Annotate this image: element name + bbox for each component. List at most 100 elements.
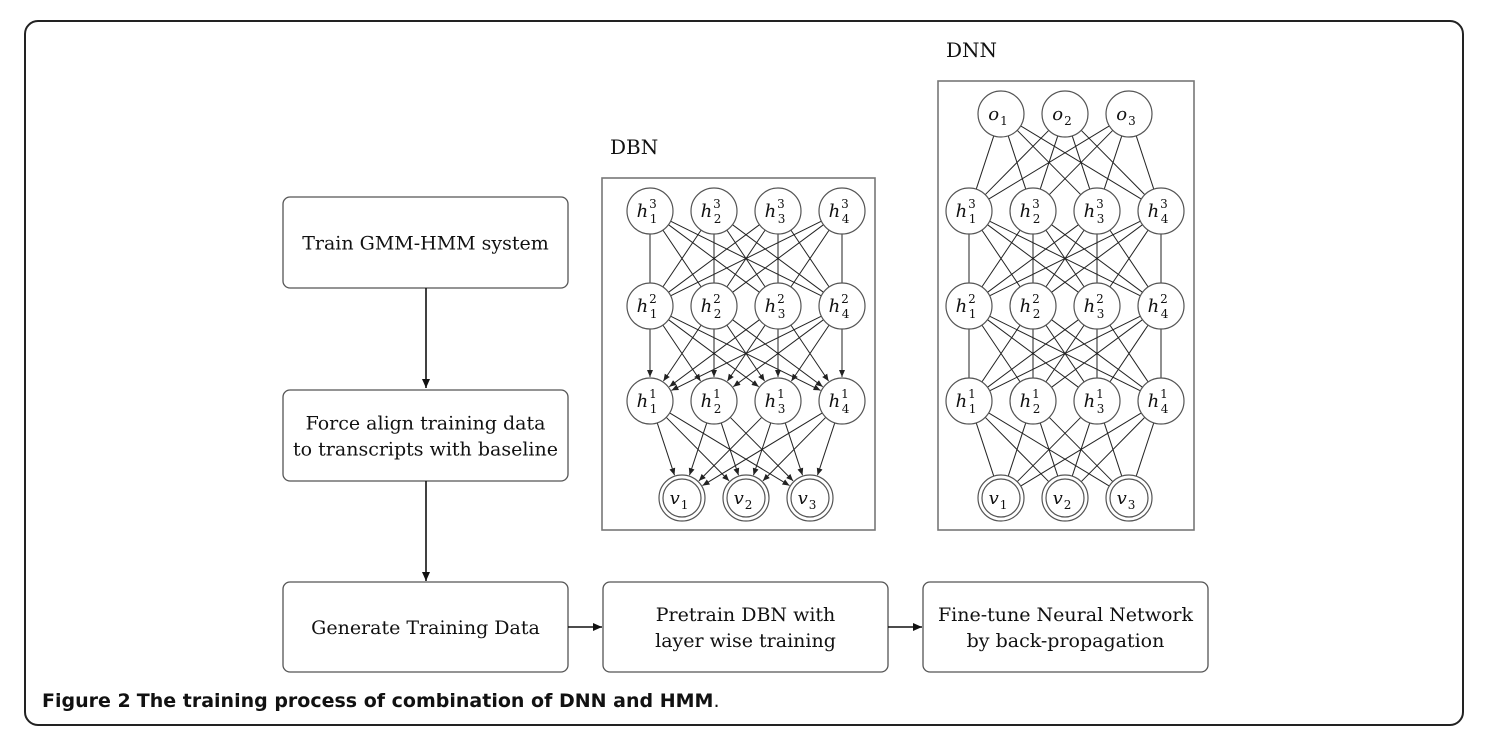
dnn-edge: [1080, 416, 1146, 483]
dnn-edge: [1048, 129, 1114, 196]
step-label-line: layer wise training: [655, 630, 836, 652]
dnn-edge: [975, 135, 995, 190]
dbn-edge: [670, 220, 822, 297]
dnn-node-v-2: v2: [1041, 474, 1089, 522]
node-label: v1: [989, 488, 1008, 512]
visible-node-inner-ring: [1109, 478, 1149, 518]
dbn-edge: [669, 319, 760, 388]
dbn-edge: [671, 315, 822, 391]
visible-node-inner-ring: [726, 478, 766, 518]
caption-period: .: [713, 690, 720, 712]
node-circle: [1009, 187, 1057, 235]
step-label-line: Force align training data: [306, 413, 546, 435]
dnn-edge: [1109, 324, 1149, 383]
node-circle: [1073, 187, 1121, 235]
figure-caption: Figure 2 The training process of combina…: [42, 690, 719, 712]
node-circle: [1105, 90, 1153, 138]
dbn-edge: [688, 422, 708, 476]
step-label-line: by back-propagation: [967, 630, 1165, 652]
node-circle: [690, 377, 738, 425]
dnn-edge: [1135, 422, 1155, 477]
node-circle: [626, 187, 674, 235]
dnn-node-v-3: v3: [1105, 474, 1153, 522]
visible-node-inner-ring: [662, 478, 702, 518]
node-circle: [818, 187, 866, 235]
visible-node-inner-ring: [1045, 478, 1085, 518]
node-circle: [1073, 377, 1121, 425]
dbn-edge: [662, 324, 702, 382]
dnn-node-o-1: o1: [977, 90, 1025, 138]
node-circle: [1137, 187, 1185, 235]
dnn-edge: [989, 315, 1141, 392]
node-circle: [1041, 90, 1089, 138]
node-circle: [1073, 282, 1121, 330]
pretrain-dbn-step: Pretrain DBN with layer wise training: [602, 581, 889, 673]
visible-node-inner-ring: [790, 478, 830, 518]
caption-label: Figure 2: [42, 690, 131, 712]
node-label: o3: [1116, 104, 1135, 128]
node-circle: [945, 377, 993, 425]
node-circle: [945, 187, 993, 235]
dbn-edge: [790, 324, 830, 382]
dnn-edge: [1007, 422, 1027, 477]
dbn-panel: [601, 177, 876, 531]
node-circle: [754, 282, 802, 330]
dbn-node-v-3: v3: [786, 474, 834, 522]
dnn-edge: [987, 224, 1079, 293]
dbn-edge: [733, 319, 824, 388]
node-circle: [1009, 377, 1057, 425]
node-label: o2: [1052, 104, 1071, 128]
node-label: v2: [734, 488, 753, 512]
step-label-line: Pretrain DBN with: [656, 604, 836, 626]
node-label: v2: [1053, 488, 1072, 512]
caption-title: The training process of combination of D…: [136, 690, 714, 712]
node-circle: [754, 187, 802, 235]
node-circle: [754, 377, 802, 425]
dnn-edge: [981, 229, 1021, 288]
dbn-edge: [732, 224, 824, 293]
dnn-node-o-2: o2: [1041, 90, 1089, 138]
node-circle: [690, 187, 738, 235]
step-label-line: Fine-tune Neural Network: [938, 604, 1193, 626]
dbn-node-v-2: v2: [722, 474, 770, 522]
dbn-edge: [662, 229, 702, 288]
generate-training-data-step: Generate Training Data: [282, 581, 569, 673]
step-label-line: Generate Training Data: [311, 617, 540, 639]
dbn-edge: [816, 422, 836, 476]
visible-node-inner-ring: [981, 478, 1021, 518]
dnn-edge: [1103, 135, 1123, 190]
fine-tune-network-step: Fine-tune Neural Network by back-propagat…: [922, 581, 1209, 673]
dbn-edge: [698, 416, 763, 482]
dnn-edge: [988, 125, 1110, 200]
step-label-line: Train GMM-HMM system: [302, 233, 549, 255]
node-circle: [626, 377, 674, 425]
dbn-title: DBN: [610, 135, 658, 159]
